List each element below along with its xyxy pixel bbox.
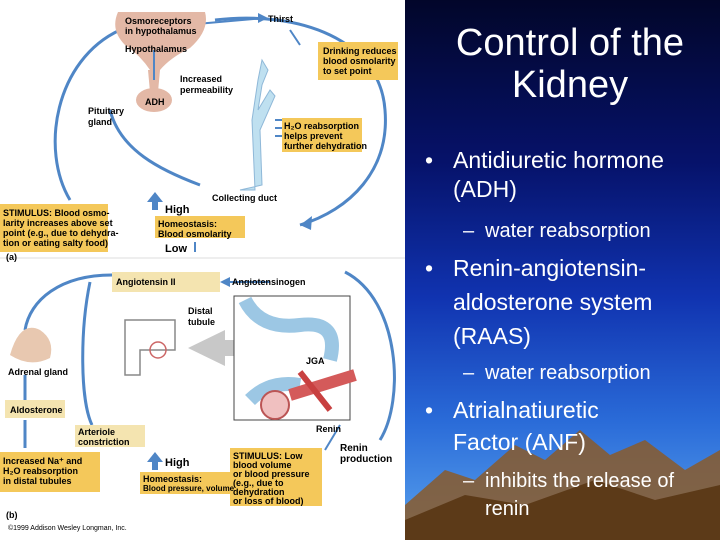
bullet-3-line-2: Factor (ANF) (453, 429, 586, 455)
sub-dash: – (463, 470, 475, 492)
label-renin-production-1: Renin (340, 443, 368, 454)
label-h2o-3: further dehydration (284, 141, 368, 151)
label-renin-production-2: production (340, 454, 393, 465)
label-thirst: Thirst (268, 14, 294, 24)
bullet-3-line-1: Atrialnatiuretic (453, 397, 599, 423)
label-stim-2: blood volume (233, 460, 292, 470)
label-na-2: H₂O reabsorption (3, 466, 79, 476)
bullet-1-line-1: Antidiuretic hormone (453, 147, 664, 173)
label-increased-2: permeability (180, 85, 234, 95)
label-distal-1: Distal (188, 306, 213, 316)
bullet-glyph: • (425, 397, 434, 423)
label-panel-b: (b) (6, 510, 18, 520)
title-line-1: Control of the (455, 22, 685, 64)
label-stimulus-3: point (e.g., due to dehydra- (3, 228, 119, 238)
label-angiotensinogen: Angiotensinogen (232, 277, 306, 287)
label-hypothalamus: Hypothalamus (125, 44, 188, 54)
label-na-1: Increased Na⁺ and (3, 456, 83, 466)
label-homeo-2: Blood pressure, volume (143, 484, 235, 493)
diagram-panel: Osmoreceptors in hypothalamus Thirst Hyp… (0, 12, 405, 532)
label-adh: ADH (145, 97, 165, 107)
label-stim-3: or blood pressure (233, 469, 310, 479)
label-na-3: in distal tubules (3, 476, 72, 486)
label-high-b: High (165, 457, 190, 469)
label-osmoreceptors: Osmoreceptors (125, 16, 192, 26)
mountain-silhouette (405, 430, 720, 540)
label-renin: Renin (316, 424, 342, 434)
hypothalamus-shape (115, 12, 206, 70)
bullet-3-sub-line-1: inhibits the release of (485, 470, 675, 492)
label-homeostasis-1: Homeostasis: (158, 219, 218, 229)
bullet-1-line-2: (ADH) (453, 176, 517, 202)
label-collecting-duct: Collecting duct (212, 193, 277, 203)
label-h2o-2: helps prevent (284, 131, 343, 141)
slide-text-panel: Control of the Kidney • Antidiuretic hor… (405, 0, 720, 540)
title-line-2: Kidney (511, 64, 629, 106)
label-arteriole-2: constriction (78, 437, 130, 447)
label-stim-6: or loss of blood) (233, 496, 304, 506)
label-jga: JGA (306, 356, 325, 366)
bullet-glyph: • (425, 255, 434, 281)
bullet-2-line-2: aldosterone system (453, 289, 653, 315)
label-high-a: High (165, 204, 190, 216)
label-low-a: Low (165, 243, 187, 255)
label-distal-2: tubule (188, 317, 215, 327)
label-panel-a: (a) (6, 252, 17, 262)
nephron-shape (124, 319, 176, 376)
label-stimulus-1: STIMULUS: Blood osmo- (3, 208, 110, 218)
bullet-2-line-3: (RAAS) (453, 323, 531, 349)
label-increased-1: Increased (180, 74, 223, 84)
bullet-2-sub: water reabsorption (485, 362, 651, 384)
bullet-3-sub-line-2: renin (485, 498, 530, 520)
bullet-2-line-1: Renin-angiotensin- (453, 255, 647, 281)
collecting-duct-shape (239, 58, 276, 191)
label-angiotensin-ii: Angiotensin II (116, 277, 176, 287)
sub-dash: – (463, 220, 475, 242)
label-homeostasis-2: Blood osmolarity (158, 229, 232, 239)
label-h2o-1: H₂O reabsorption (284, 121, 360, 131)
label-stimulus-4: tion or eating salty food) (3, 238, 108, 248)
bullet-1-sub: water reabsorption (485, 220, 651, 242)
label-stim-1: STIMULUS: Low (233, 451, 303, 461)
adrenal-gland-shape (10, 327, 52, 363)
sub-dash: – (463, 362, 475, 384)
label-pituitary-2: gland (88, 117, 112, 127)
label-drinking-3: to set point (323, 66, 372, 76)
diagram-artwork (0, 12, 405, 506)
label-stim-4: (e.g., due to (233, 478, 284, 488)
label-drinking-1: Drinking reduces (323, 46, 397, 56)
label-aldosterone: Aldosterone (10, 405, 63, 415)
label-adrenal-gland: Adrenal gland (8, 367, 69, 377)
label-in-hypothalamus: in hypothalamus (125, 26, 197, 36)
label-pituitary-1: Pituitary (88, 106, 125, 116)
label-stimulus-2: larity increases above set (3, 218, 113, 228)
label-homeo-1: Homeostasis: (143, 474, 203, 484)
label-stim-5: dehydration (233, 487, 285, 497)
label-arteriole-1: Arteriole (78, 427, 116, 437)
bullet-glyph: • (425, 147, 434, 173)
slide-title: Control of the Kidney (420, 22, 720, 106)
copyright: ©1999 Addison Wesley Longman, Inc. (8, 525, 127, 532)
label-drinking-2: blood osmolarity (323, 56, 396, 66)
